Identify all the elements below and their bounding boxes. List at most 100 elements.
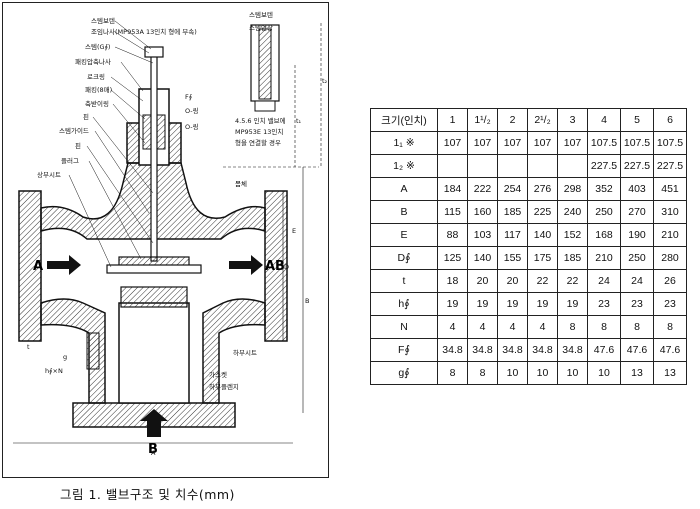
dim-t-label: t [27,343,30,351]
figure-caption: 그림 1. 밸브구조 및 치수(mm) [60,487,235,502]
inset-note-line: 형을 연결할 경우 [235,138,281,147]
value-cell: 155 [497,246,528,270]
size-header-cell: 5 [620,108,654,132]
stem-button [144,46,164,58]
row-label-cell: E [370,223,438,247]
callout-label: 핀 [75,141,81,150]
value-cell: 107.5 [653,131,687,155]
row-label-cell: g∮ [370,361,438,385]
value-cell: 19 [497,292,528,316]
value-cell: 107.5 [620,131,654,155]
value-cell: 13 [620,361,654,385]
dim-t2-label: t₂ [322,77,328,85]
bolt-label: h∮×N [45,367,63,375]
size-header-cell: 3 [557,108,588,132]
value-cell: 13 [653,361,687,385]
value-cell: 8 [467,361,498,385]
value-cell: 115 [437,200,468,224]
row-label-cell: D∮ [370,246,438,270]
value-cell: 8 [587,315,621,339]
size-header-cell: 4 [587,108,621,132]
value-cell: 24 [620,269,654,293]
value-cell: 168 [587,223,621,247]
callout-label: 조임나사 [91,27,115,36]
size-header-cell: 1 [437,108,468,132]
value-cell: 185 [557,246,588,270]
callout-labels: 스템보텐 조임나사 스템(G∮) 패킹압축나사 로크링 패킹(8매) 축받이링 … [37,16,115,179]
value-cell: 23 [653,292,687,316]
value-cell: 225 [527,200,558,224]
callout-label: 로크링 [87,73,105,81]
valve-structure-drawing: A AB B A B D E t₁ t₂ t g 스템보텐 조임나사 스템(G∮… [2,2,329,478]
value-cell: 107 [437,131,468,155]
value-cell: 10 [587,361,621,385]
value-cell: 19 [467,292,498,316]
value-cell: 107 [527,131,558,155]
value-cell [497,154,528,178]
callout-label: 패킹(8매) [85,85,112,94]
value-cell: 47.6 [587,338,621,362]
callout-label: 스템보텐 [91,16,115,25]
value-cell: 298 [557,177,588,201]
value-cell: 19 [557,292,588,316]
value-cell [557,154,588,178]
size-header-cell: 1¹/₂ [467,108,498,132]
flange-bolt [86,332,100,370]
value-cell: 22 [557,269,588,293]
value-cell: 352 [587,177,621,201]
row-label-cell: A [370,177,438,201]
value-cell: 240 [557,200,588,224]
value-cell: 4 [497,315,528,339]
value-cell: 160 [467,200,498,224]
value-cell: 4 [437,315,468,339]
lower-seat-label: 하부시트 [233,348,257,357]
inset-note-line: MP953E 13인치 [235,127,283,136]
inset-stem-extension-label: 스템연장 [249,23,273,32]
row-label-cell: B [370,200,438,224]
callout-label: 패킹압축나사 [75,57,111,66]
callout-label: 스템(G∮) [85,43,110,51]
row-label-cell: h∮ [370,292,438,316]
value-cell: 227.5 [620,154,654,178]
value-cell: 8 [653,315,687,339]
value-cell: 254 [497,177,528,201]
value-cell: 152 [557,223,588,247]
value-cell: 34.8 [527,338,558,362]
value-cell: 276 [527,177,558,201]
value-cell: 403 [620,177,654,201]
value-cell: 184 [437,177,468,201]
size-header-cell: 2¹/₂ [527,108,558,132]
size-header-cell: 6 [653,108,687,132]
row-label-cell: N [370,315,438,339]
value-cell: 4 [527,315,558,339]
value-cell: 250 [587,200,621,224]
dim-a-label: A [151,449,156,457]
inset-note-line: 4.5.6 인치 밸브에 [235,116,286,125]
value-cell: 210 [653,223,687,247]
value-cell: 451 [653,177,687,201]
size-header-cell: 2 [497,108,528,132]
value-cell: 227.5 [653,154,687,178]
dim-g-label: g [63,353,67,361]
port-a-label: A [33,259,43,274]
flow-arrow-a [47,255,81,275]
dim-e-label: E [292,227,296,235]
lower-body-shell-right [202,298,266,404]
callout-label: 상부시트 [37,170,61,179]
value-cell: 140 [527,223,558,247]
right-flange [264,190,288,342]
mp953a-note: (MP953A 13인치 형에 부속) [115,27,197,36]
dimension-lines [13,23,322,444]
value-cell: 8 [620,315,654,339]
dim-d-label: D [284,263,289,271]
row-label-cell: t [370,269,438,293]
value-cell: 103 [467,223,498,247]
flow-arrow-ab [229,255,263,275]
